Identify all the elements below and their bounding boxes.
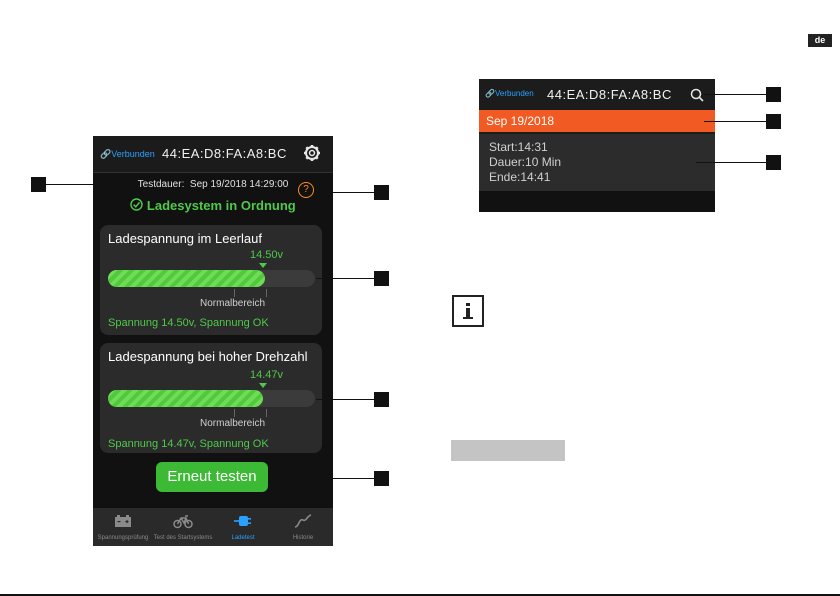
range-tick-high xyxy=(266,409,267,417)
voltage-value: 14.47v xyxy=(250,369,284,381)
normal-range-label: Normalbereich xyxy=(200,418,266,429)
phone-screen: 🔗Verbunden 44:EA:D8:FA:A8:BC Testdauer: … xyxy=(93,136,333,546)
plug-icon xyxy=(234,516,251,526)
link-icon: 🔗 xyxy=(485,89,495,98)
tab-label: Spannungsprüfung xyxy=(97,535,149,541)
device-mac-address: 44:EA:D8:FA:A8:BC xyxy=(162,146,287,161)
history-entry[interactable]: Start:14:31 Dauer:10 Min Ende:14:41 xyxy=(479,134,715,191)
phone-header: 🔗Verbunden 44:EA:D8:FA:A8:BC xyxy=(93,136,333,172)
result-text: Spannung 14.47v, Spannung OK xyxy=(108,438,269,450)
history-screen: 🔗Verbunden 44:EA:D8:FA:A8:BC Sep 19/2018… xyxy=(479,79,715,212)
status-line: Ladesystem in Ordnung xyxy=(93,198,333,213)
test-duration: Testdauer: Sep 19/2018 14:29:00 xyxy=(137,179,289,190)
connection-status[interactable]: 🔗Verbunden xyxy=(485,89,534,98)
history-header: 🔗Verbunden 44:EA:D8:FA:A8:BC xyxy=(479,79,715,109)
status-text: Ladesystem in Ordnung xyxy=(146,198,296,213)
history-start: Start:14:31 xyxy=(489,140,548,154)
history-curve-icon xyxy=(294,514,312,528)
tab-label: Test des Startsystems xyxy=(153,535,213,541)
voltage-bar-fill xyxy=(108,390,263,407)
callout-marker xyxy=(374,185,389,200)
tab-starter-test[interactable]: Test des Startsystems xyxy=(153,508,213,546)
card-title: Ladespannung im Leerlauf xyxy=(108,231,262,246)
history-footer xyxy=(479,191,715,212)
callout-marker xyxy=(766,155,781,170)
device-mac-address: 44:EA:D8:FA:A8:BC xyxy=(547,87,672,102)
battery-icon xyxy=(115,515,131,527)
connection-status[interactable]: 🔗Verbunden xyxy=(100,149,155,160)
history-date: Sep 19/2018 xyxy=(486,114,555,128)
history-duration: Dauer:10 Min xyxy=(489,155,562,169)
callout-marker xyxy=(766,87,781,102)
history-end: Ende:14:41 xyxy=(489,170,551,184)
range-tick-low xyxy=(234,289,235,297)
language-tag: de xyxy=(808,34,832,47)
check-circle-icon xyxy=(130,198,143,211)
value-pointer xyxy=(259,383,267,388)
voltage-value: 14.50v xyxy=(250,249,284,261)
callout-line xyxy=(320,192,374,193)
tab-charge-test[interactable]: Ladetest xyxy=(213,508,273,546)
voltage-card-high-rpm: Ladespannung bei hoher Drehzahl 14.47v N… xyxy=(100,343,322,453)
search-icon[interactable] xyxy=(690,88,704,107)
value-pointer xyxy=(259,263,267,268)
tab-label: Ladetest xyxy=(231,535,255,541)
connection-label: Verbunden xyxy=(111,149,155,159)
test-duration-label: Testdauer xyxy=(137,179,182,190)
help-icon[interactable]: ? xyxy=(298,182,314,198)
normal-range-label: Normalbereich xyxy=(200,298,266,309)
gray-heading-bar xyxy=(451,440,565,461)
result-text: Spannung 14.50v, Spannung OK xyxy=(108,317,269,329)
connection-label: Verbunden xyxy=(494,89,534,98)
tab-history[interactable]: Historie xyxy=(273,508,333,546)
link-icon: 🔗 xyxy=(100,149,112,159)
range-tick-high xyxy=(266,289,267,297)
tab-voltage-check[interactable]: Spannungsprüfung xyxy=(93,508,153,546)
voltage-bar-fill xyxy=(108,270,265,287)
callout-marker xyxy=(374,471,389,486)
history-date-row[interactable]: Sep 19/2018 xyxy=(479,110,715,132)
retest-button[interactable]: Erneut testen xyxy=(156,462,268,492)
callout-line xyxy=(704,121,766,122)
tab-bar: Spannungsprüfung Test des Startsystems L… xyxy=(93,508,333,546)
page-bottom-rule xyxy=(0,594,840,596)
motorcycle-icon xyxy=(173,515,193,529)
callout-line xyxy=(316,399,374,400)
callout-marker xyxy=(31,177,46,192)
voltage-card-idle: Ladespannung im Leerlauf 14.50v Normalbe… xyxy=(100,225,322,335)
callout-line xyxy=(704,94,766,95)
header-divider xyxy=(93,172,333,173)
callout-line xyxy=(696,162,766,163)
callout-line xyxy=(316,278,374,279)
gear-icon[interactable] xyxy=(303,144,321,167)
range-tick-low xyxy=(234,409,235,417)
card-title: Ladespannung bei hoher Drehzahl xyxy=(108,349,308,364)
callout-marker xyxy=(374,271,389,286)
info-icon xyxy=(452,295,484,327)
callout-marker xyxy=(374,392,389,407)
tab-label: Historie xyxy=(292,535,314,541)
callout-marker xyxy=(766,114,781,129)
callout-line xyxy=(46,184,128,185)
test-duration-value: Sep 19/2018 14:29:00 xyxy=(189,179,289,190)
callout-line xyxy=(268,478,374,479)
